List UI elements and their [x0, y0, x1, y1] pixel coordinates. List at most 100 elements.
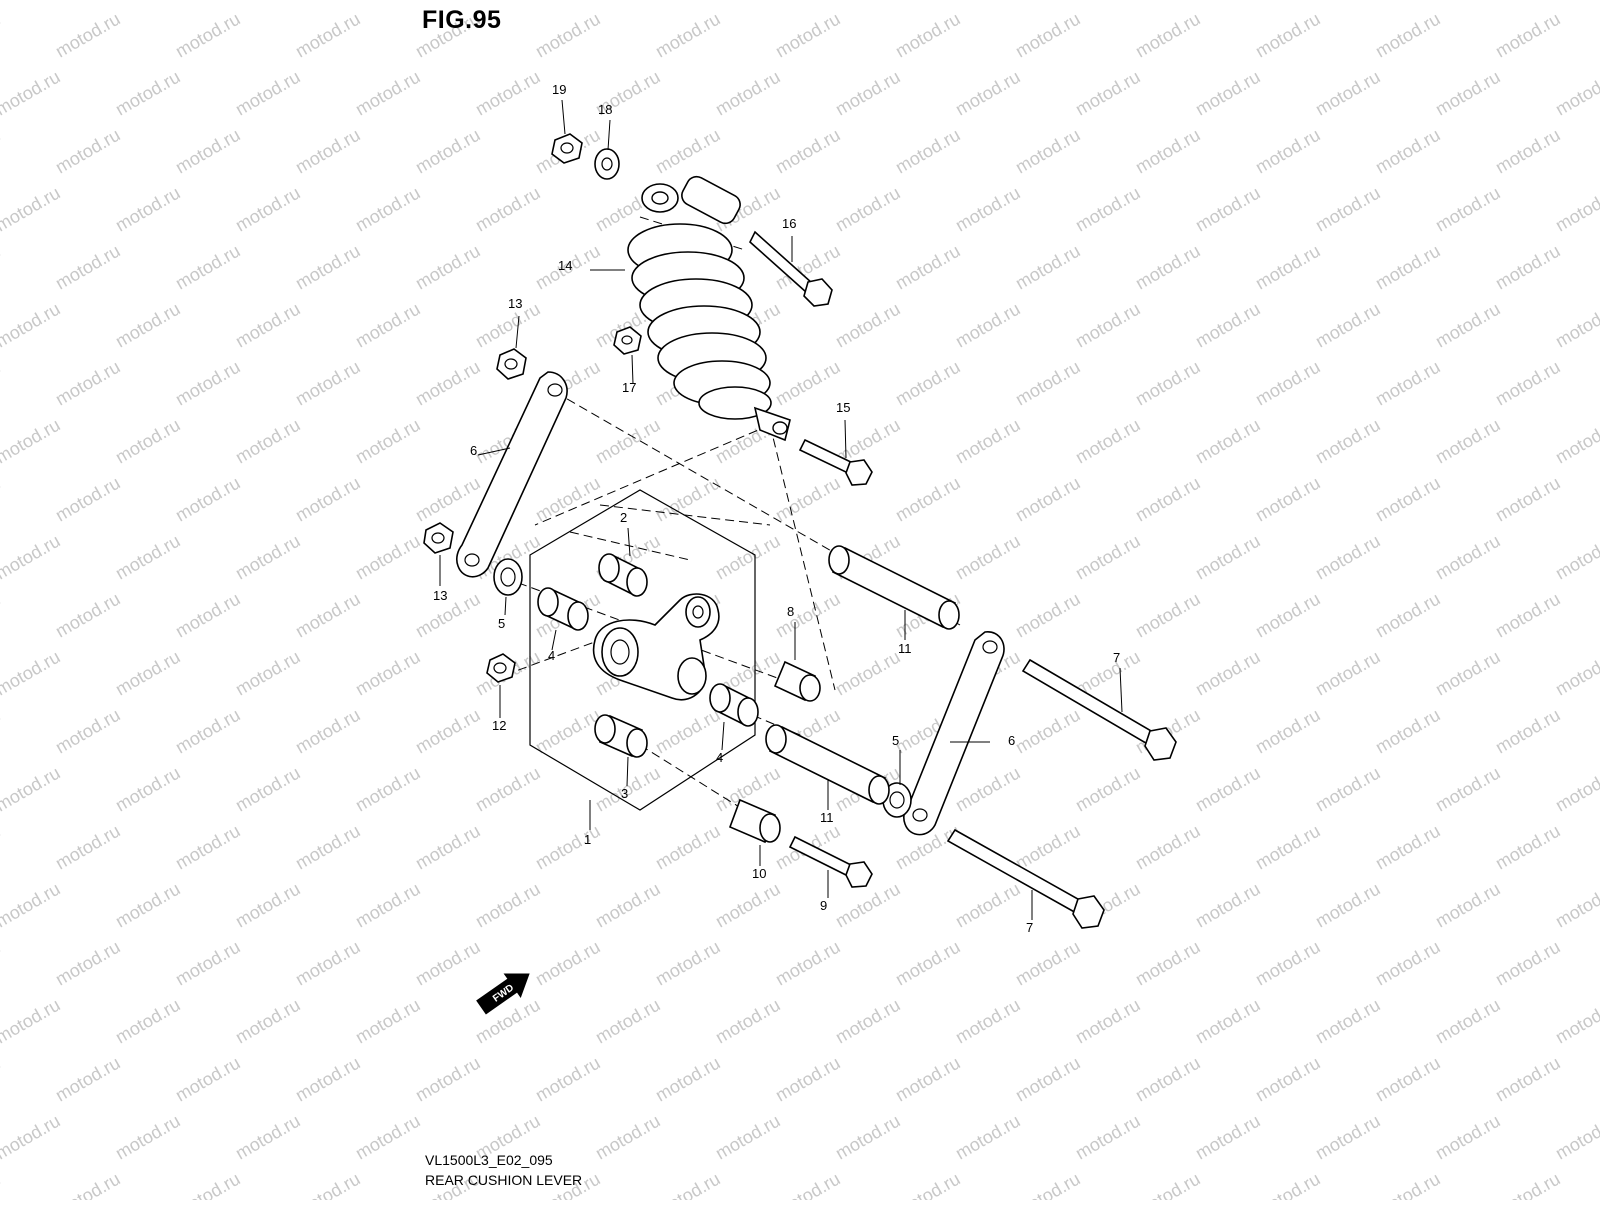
watermark-text: motod.ru — [1312, 183, 1384, 236]
watermark-text: motod.ru — [1432, 0, 1504, 3]
watermark-text: motod.ru — [1372, 589, 1444, 642]
watermark-text: motod.ru — [1552, 1111, 1600, 1164]
bearing-4-lower — [709, 683, 759, 727]
washer-18 — [594, 148, 620, 180]
watermark-text: motod.ru — [652, 1053, 724, 1106]
watermark-text: motod.ru — [1252, 125, 1324, 178]
watermark-text: motod.ru — [832, 879, 904, 932]
watermark-text: motod.ru — [0, 995, 64, 1048]
watermark-text: motod.ru — [0, 125, 4, 178]
watermark-text: motod.ru — [1072, 995, 1144, 1048]
leader-lines — [439, 99, 1123, 920]
watermark-text: motod.ru — [952, 0, 1024, 3]
watermark-text: motod.ru — [712, 995, 784, 1048]
watermark-text: motod.ru — [292, 1053, 364, 1106]
watermark-text: motod.ru — [652, 9, 724, 62]
watermark-text: motod.ru — [232, 879, 304, 932]
watermark-text: motod.ru — [1012, 9, 1084, 62]
nut-17 — [613, 326, 642, 355]
watermark-text: motod.ru — [1012, 241, 1084, 294]
spacer-11-lower — [765, 724, 890, 805]
watermark-text: motod.ru — [1012, 1053, 1084, 1106]
watermark-text: motod.ru — [892, 125, 964, 178]
watermark-text: motod.ru — [592, 995, 664, 1048]
watermark-text: motod.ru — [1012, 1169, 1084, 1200]
watermark-text: motod.ru — [1072, 0, 1144, 3]
watermark-text: motod.ru — [592, 879, 664, 932]
watermark-text: motod.ru — [1132, 241, 1204, 294]
watermark-text: motod.ru — [772, 589, 844, 642]
watermark-text: motod.ru — [1192, 299, 1264, 352]
watermark-text: motod.ru — [1252, 473, 1324, 526]
watermark-text: motod.ru — [292, 473, 364, 526]
watermark-text: motod.ru — [352, 0, 424, 3]
callout-c11b: 11 — [820, 810, 834, 825]
watermark-text: motod.ru — [1312, 647, 1384, 700]
watermark-text: motod.ru — [892, 9, 964, 62]
watermark-text: motod.ru — [1072, 415, 1144, 468]
watermark-text: motod.ru — [1492, 125, 1564, 178]
watermark-text: motod.ru — [1552, 299, 1600, 352]
watermark-text: motod.ru — [1072, 763, 1144, 816]
watermark-text: motod.ru — [652, 125, 724, 178]
watermark-text: motod.ru — [52, 821, 124, 874]
watermark-text: motod.ru — [112, 531, 184, 584]
watermark-text: motod.ru — [232, 1111, 304, 1164]
nut-13-lower — [423, 522, 454, 554]
watermark-text: motod.ru — [712, 879, 784, 932]
watermark-text: motod.ru — [1372, 473, 1444, 526]
watermark-text: motod.ru — [1312, 1111, 1384, 1164]
watermark-text: motod.ru — [1072, 67, 1144, 120]
watermark-text: motod.ru — [532, 821, 604, 874]
watermark-text: motod.ru — [1132, 1053, 1204, 1106]
watermark-text: motod.ru — [0, 937, 4, 990]
bearing-4-upper — [537, 587, 589, 631]
watermark-text: motod.ru — [1372, 1169, 1444, 1200]
watermark-text: motod.ru — [1552, 995, 1600, 1048]
watermark-text: motod.ru — [112, 879, 184, 932]
lever-kit-outline — [529, 489, 756, 811]
watermark-text: motod.ru — [0, 821, 4, 874]
watermark-text: motod.ru — [832, 0, 904, 3]
watermark-text: motod.ru — [1132, 357, 1204, 410]
watermark-text: motod.ru — [652, 821, 724, 874]
watermark-text: motod.ru — [0, 473, 4, 526]
callout-c19: 19 — [552, 82, 566, 97]
watermark-text: motod.ru — [1312, 995, 1384, 1048]
watermark-text: motod.ru — [0, 1169, 4, 1200]
watermark-text: motod.ru — [1552, 531, 1600, 584]
watermark-text: motod.ru — [1072, 1111, 1144, 1164]
watermark-text: motod.ru — [592, 1111, 664, 1164]
watermark-text: motod.ru — [172, 821, 244, 874]
nut-13-upper — [496, 348, 527, 380]
watermark-text: motod.ru — [172, 1169, 244, 1200]
watermark-text: motod.ru — [52, 9, 124, 62]
watermark-text: motod.ru — [52, 705, 124, 758]
watermark-text: motod.ru — [1012, 473, 1084, 526]
watermark-text: motod.ru — [1432, 67, 1504, 120]
watermark-text: motod.ru — [0, 299, 64, 352]
watermark-text: motod.ru — [352, 415, 424, 468]
watermark-text: motod.ru — [172, 357, 244, 410]
watermark-text: motod.ru — [1132, 821, 1204, 874]
watermark-text: motod.ru — [1552, 879, 1600, 932]
watermark-text: motod.ru — [232, 763, 304, 816]
watermark-text: motod.ru — [1372, 705, 1444, 758]
watermark-text: motod.ru — [952, 995, 1024, 1048]
watermark-text: motod.ru — [352, 299, 424, 352]
watermark-text: motod.ru — [952, 67, 1024, 120]
watermark-text: motod.ru — [172, 937, 244, 990]
watermark-text: motod.ru — [1252, 241, 1324, 294]
watermark-text: motod.ru — [232, 299, 304, 352]
bolt-7-lower — [946, 828, 1105, 929]
watermark-text: motod.ru — [832, 995, 904, 1048]
watermark-text: motod.ru — [172, 1053, 244, 1106]
watermark-text: motod.ru — [412, 937, 484, 990]
watermark-text: motod.ru — [532, 937, 604, 990]
watermark-text: motod.ru — [1432, 1111, 1504, 1164]
nut-12 — [486, 653, 516, 683]
watermark-text: motod.ru — [1552, 763, 1600, 816]
watermark-text: motod.ru — [52, 1053, 124, 1106]
watermark-text: motod.ru — [1492, 357, 1564, 410]
